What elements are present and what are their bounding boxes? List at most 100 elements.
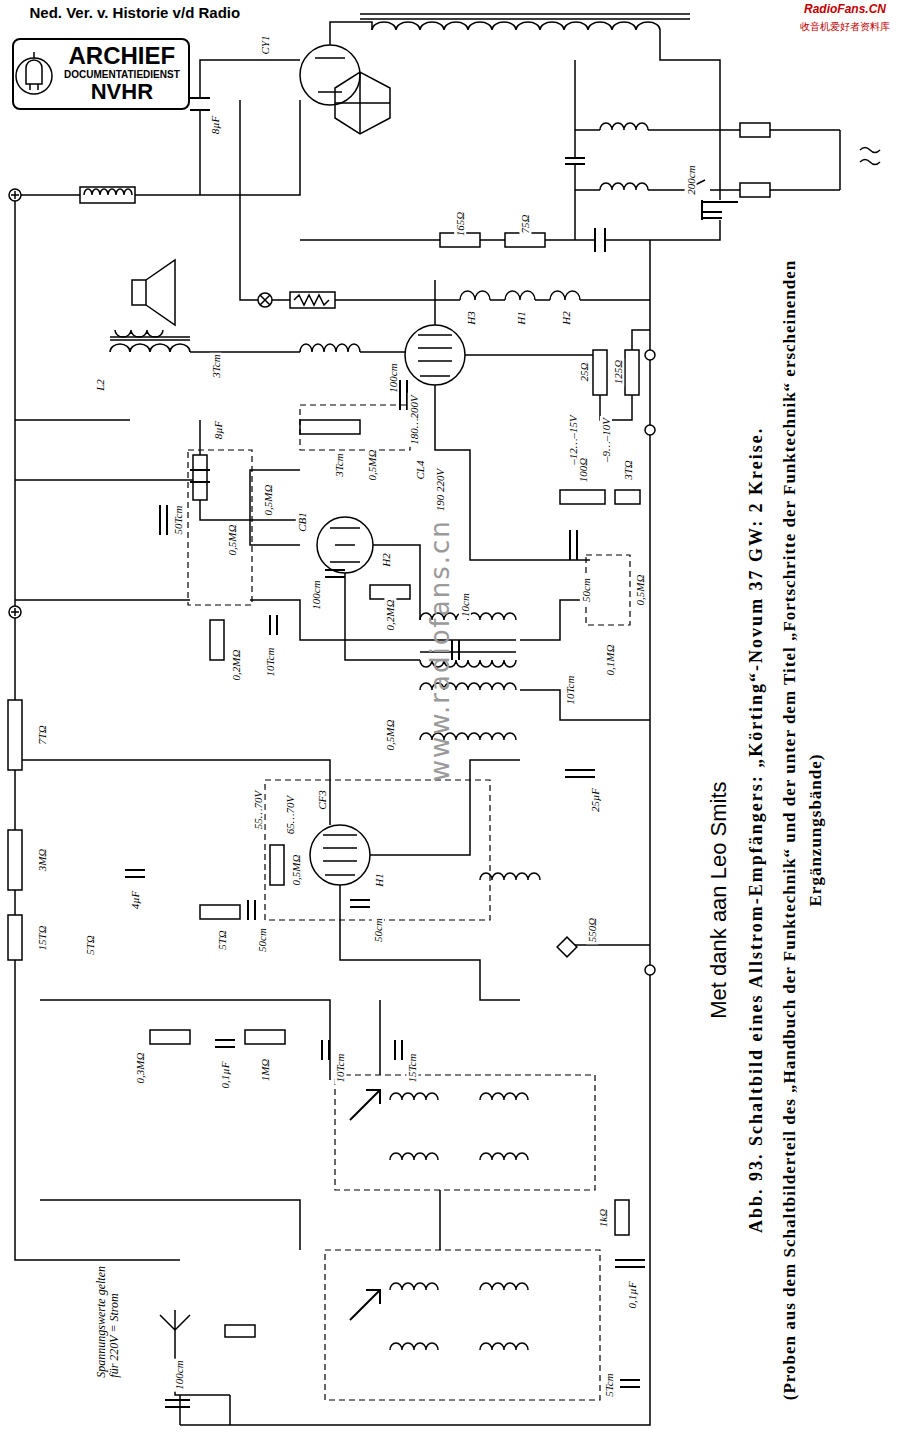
component-value: 50cm — [372, 916, 384, 944]
heater-label: H3 — [464, 309, 476, 326]
resistor-symbol — [300, 420, 360, 434]
stamp-text: DOCUMENTATIEDIENST — [64, 69, 180, 80]
tube-symbol — [300, 45, 465, 885]
barretter-and-lamp — [80, 187, 335, 308]
component-value: 7TΩ — [36, 723, 48, 747]
voltage-selector — [335, 72, 390, 134]
capacitor-symbol — [190, 470, 210, 482]
resistor-symbol — [193, 455, 207, 500]
resistor-symbol — [8, 830, 22, 890]
shield-outline — [300, 405, 410, 450]
coil-symbol — [372, 22, 660, 30]
terminal-label: L2 — [94, 377, 106, 393]
wire — [21, 100, 300, 195]
coil-symbol — [505, 291, 535, 300]
coil-symbol — [110, 344, 190, 352]
component-value: 3TΩ — [622, 458, 634, 482]
resistor-symbol — [8, 915, 22, 960]
resistor-symbol — [593, 350, 607, 395]
wire-junction — [11, 191, 19, 616]
barretter-and-lamp — [290, 292, 335, 308]
archive-icon — [26, 60, 42, 84]
voltage-value: 180…200V — [408, 393, 420, 447]
speaker-symbol — [132, 280, 146, 305]
wire — [15, 201, 180, 1260]
resistor-symbol — [557, 937, 577, 957]
component-value: 3Tcm — [209, 352, 221, 379]
capacitor-symbol — [350, 1090, 380, 1120]
wire — [200, 60, 300, 195]
barretter-and-lamp — [260, 295, 270, 305]
component-value: 0,5MΩ — [226, 523, 238, 558]
component-value: 75Ω — [519, 213, 531, 236]
resistor-symbol — [8, 123, 770, 1235]
voltage-value: 190 220V — [434, 467, 446, 513]
resistor-symbol — [615, 1200, 629, 1235]
component-value: 125Ω — [612, 358, 624, 386]
archive-icon — [16, 58, 52, 94]
capacitor-symbol — [350, 900, 370, 907]
component-value: 0,5MΩ — [366, 448, 378, 483]
tube-label: CF3 — [316, 788, 328, 812]
coil-symbol — [390, 1343, 528, 1350]
wire-junction — [9, 189, 655, 975]
caption-note: (Proben aus dem Schaltbilderteil des „Ha… — [777, 238, 829, 1422]
heater-label: H1 — [372, 871, 384, 888]
acknowledgement: Met dank aan Leo Smits — [706, 779, 730, 1020]
component-value: 5TΩ — [84, 933, 96, 957]
archive-header: Ned. Ver. v. Historie v/d Radio — [28, 5, 243, 22]
voltage-value: 55…70V — [252, 789, 264, 832]
shield-outline — [325, 1250, 600, 1400]
capacitor-symbol — [702, 200, 738, 220]
resistor-symbol — [245, 1030, 285, 1044]
component-value: 4µF — [129, 889, 141, 912]
capacitor-symbol — [350, 1290, 380, 1320]
resistor-symbol — [200, 905, 240, 919]
component-value: 0,5MΩ — [634, 573, 646, 608]
antenna-symbol — [160, 1310, 255, 1337]
capacitor-symbol — [165, 1400, 190, 1407]
capacitor-symbol — [190, 98, 210, 110]
wire — [190, 330, 650, 420]
tube-symbol — [310, 825, 370, 885]
component-value: 10Tcm — [264, 646, 276, 679]
wire — [575, 180, 840, 190]
coil-symbol — [390, 1283, 528, 1290]
coil-symbol — [360, 14, 690, 19]
watermark: www.radiofans.cn — [426, 517, 455, 783]
component-value: 165Ω — [454, 210, 466, 238]
tube-label: CY1 — [259, 34, 271, 57]
barretter-and-lamp — [84, 189, 132, 195]
stamp-text: NVHR — [64, 80, 180, 104]
tube-symbol — [330, 528, 360, 562]
component-value: 100Ω — [577, 456, 589, 484]
component-value: 10cm — [459, 591, 471, 619]
component-value: 10Tcm — [334, 1052, 346, 1085]
tube-label: CL4 — [414, 459, 426, 482]
wire — [15, 22, 840, 1425]
capacitor-symbol — [215, 1040, 235, 1047]
voltage-selector — [335, 72, 390, 134]
speaker-symbol — [146, 260, 175, 325]
capacitor-symbol — [270, 615, 277, 635]
wire — [15, 600, 590, 640]
capacitor-symbol — [160, 505, 167, 535]
archive-stamp: ARCHIEFDOCUMENTATIEDIENSTNVHR — [12, 38, 190, 110]
coil-symbol — [480, 873, 540, 880]
resistor-symbol — [560, 490, 605, 504]
capacitor-symbol — [322, 1040, 329, 1060]
resistor-symbol — [270, 845, 284, 885]
coil-symbol — [300, 344, 360, 352]
barretter-and-lamp — [258, 293, 272, 307]
coil-symbol — [550, 291, 580, 300]
archive-icon — [30, 52, 38, 90]
wire — [40, 1190, 440, 1250]
capacitor-symbol — [595, 228, 605, 252]
capacitor-symbol — [620, 1380, 640, 1387]
shield-outline — [188, 450, 252, 605]
voltage-value: –9…–10V — [600, 416, 612, 464]
wire — [340, 885, 650, 1000]
wire — [345, 573, 650, 720]
archive-icon — [16, 52, 52, 94]
